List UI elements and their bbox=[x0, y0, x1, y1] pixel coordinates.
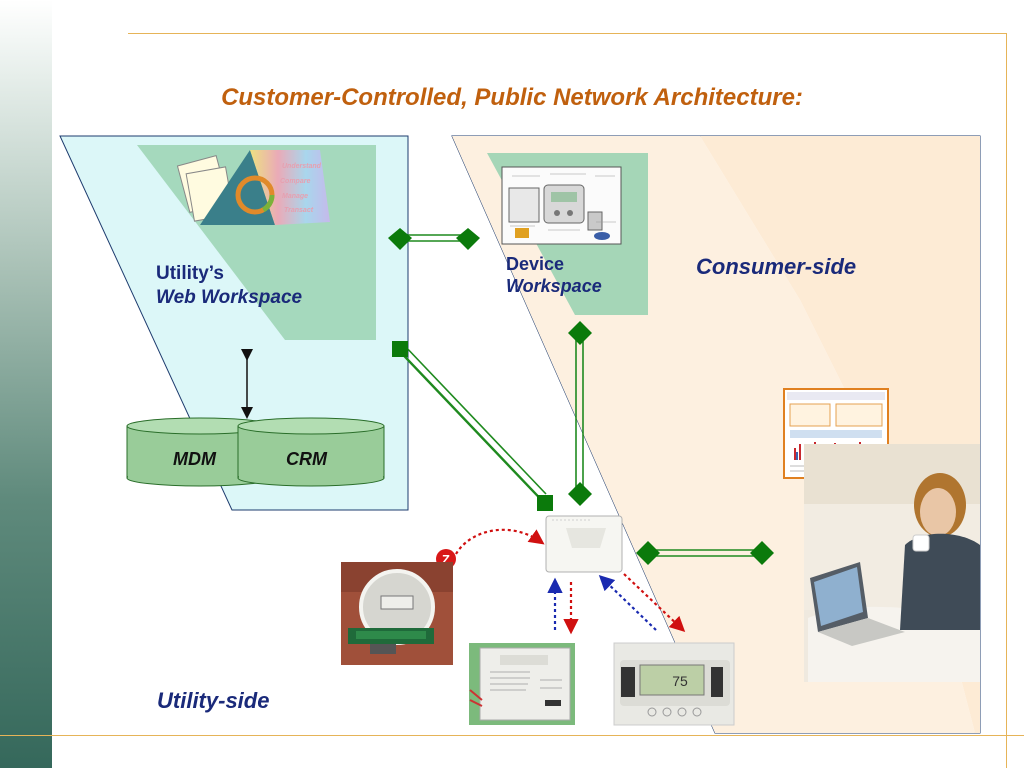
gateway-device bbox=[545, 515, 623, 573]
hub-image: Understand Compare Manage Transact bbox=[176, 150, 330, 225]
device-workspace-label: Device Workspace bbox=[506, 253, 602, 297]
utility-workspace-line2: Web Workspace bbox=[156, 287, 303, 308]
node-gateway-top bbox=[568, 482, 592, 506]
utility-workspace-label: Utility’s Web Workspace bbox=[156, 262, 302, 310]
device-image bbox=[501, 166, 622, 245]
load-controller-photo bbox=[469, 643, 575, 725]
link-a bbox=[396, 348, 541, 500]
meter-photo bbox=[341, 562, 453, 665]
node-gateway-left bbox=[537, 495, 553, 511]
utility-side-label: Utility-side bbox=[157, 688, 270, 713]
bottom-rule bbox=[0, 735, 1024, 736]
crm-label: CRM bbox=[286, 449, 327, 469]
sidebar-gradient bbox=[0, 0, 52, 768]
device-workspace-line2: Workspace bbox=[506, 276, 602, 296]
thermo-down-signal bbox=[623, 573, 686, 633]
consumer-shading bbox=[700, 136, 980, 733]
right-rule bbox=[1006, 33, 1007, 768]
thermostat-reading: 75 bbox=[672, 673, 688, 689]
mdm-label: MDM bbox=[173, 449, 216, 469]
node-device-bottom bbox=[568, 321, 592, 345]
node-consumer bbox=[750, 541, 774, 565]
node-gateway-right bbox=[636, 541, 660, 565]
hub-word-3: Transact bbox=[284, 207, 314, 214]
svg-text:Z: Z bbox=[442, 552, 450, 567]
utility-workspace-line1: Utility’s bbox=[156, 263, 224, 284]
top-rule bbox=[128, 33, 1006, 34]
thermo-up-signal bbox=[598, 574, 657, 631]
hub-word-0: Understand bbox=[282, 163, 322, 170]
zigbee-signal bbox=[455, 528, 545, 555]
hub-word-1: Compare bbox=[280, 178, 310, 185]
node-utility-db bbox=[392, 341, 408, 357]
node-utility-right bbox=[388, 228, 412, 250]
consumer-side-label: Consumer-side bbox=[696, 254, 857, 279]
consumer-photo bbox=[804, 444, 980, 682]
thermostat-photo: 75 bbox=[613, 642, 735, 726]
hub-word-2: Manage bbox=[282, 193, 308, 200]
device-workspace-line1: Device bbox=[506, 254, 565, 274]
crm-cylinder bbox=[237, 417, 385, 487]
node-device-left bbox=[456, 228, 480, 250]
slide-title: Customer-Controlled, Public Network Arch… bbox=[221, 84, 803, 111]
